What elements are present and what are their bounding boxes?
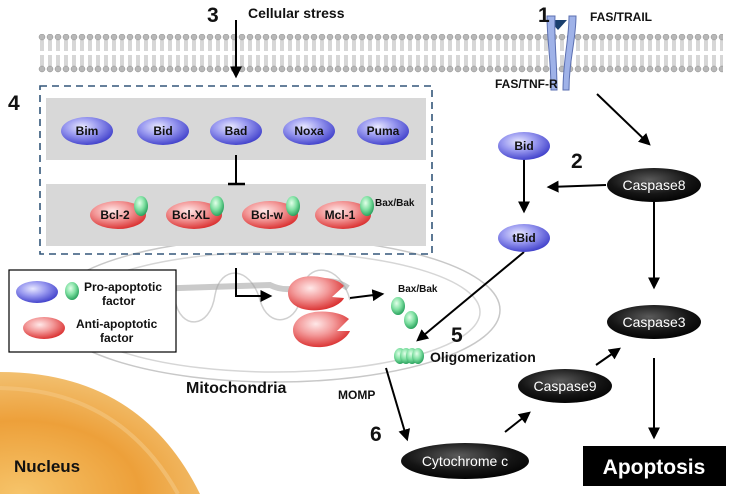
bax-bak-label-top: Bax/Bak xyxy=(375,198,415,209)
svg-text:tBid: tBid xyxy=(512,231,535,245)
oligomerization-label: Oligomerization xyxy=(430,349,536,365)
step-1-number: 1 xyxy=(538,4,550,27)
svg-text:Puma: Puma xyxy=(367,124,400,138)
anti-mcl1: Mcl-1 xyxy=(315,196,374,229)
pro-noxa: Noxa xyxy=(283,117,335,145)
pro-bid: Bid xyxy=(137,117,189,145)
mito-bax-2 xyxy=(404,311,418,329)
fas-receptor xyxy=(546,15,577,91)
mito-anti-apoptotic-1 xyxy=(288,276,344,311)
arrow-cytc-to-caspase9 xyxy=(504,411,531,433)
step-4-number: 4 xyxy=(8,92,20,115)
pro-bim: Bim xyxy=(61,117,113,145)
step-5-number: 5 xyxy=(451,324,463,347)
caspase8-node: Caspase8 xyxy=(607,168,701,202)
caspase3-node: Caspase3 xyxy=(607,305,701,339)
nucleus: Nucleus xyxy=(0,372,200,494)
svg-text:Bcl-w: Bcl-w xyxy=(251,208,284,222)
legend-pro-line1: Pro-apoptotic xyxy=(84,280,162,294)
legend-pro-swatch xyxy=(16,281,58,303)
svg-text:Bcl-2: Bcl-2 xyxy=(100,208,130,222)
nucleus-label: Nucleus xyxy=(14,457,80,476)
cell-membrane xyxy=(38,34,723,74)
anti-bclxl: Bcl-XL xyxy=(166,196,224,229)
svg-text:Apoptosis: Apoptosis xyxy=(603,456,706,479)
inhibition-arrow xyxy=(228,155,245,186)
fas-tnfr-label: FAS/TNF-R xyxy=(495,77,558,91)
svg-text:Caspase9: Caspase9 xyxy=(533,378,596,394)
anti-bclw: Bcl-w xyxy=(242,196,300,229)
legend-pro-line2: factor xyxy=(102,294,136,308)
svg-text:Bid: Bid xyxy=(153,124,172,138)
mito-anti-apoptotic-2 xyxy=(293,311,350,348)
arrow-oligomer-to-cytc xyxy=(385,367,411,442)
arrows xyxy=(230,20,660,442)
arrow-caspase8-to-bid xyxy=(546,180,607,193)
svg-text:Caspase3: Caspase3 xyxy=(622,314,685,330)
anti-bcl2: Bcl-2 xyxy=(90,196,148,229)
mitochondria-label: Mitochondria xyxy=(186,380,287,397)
legend: Pro-apoptotic factor Anti-apoptotic fact… xyxy=(8,269,177,353)
svg-text:Cytochrome c: Cytochrome c xyxy=(422,453,508,469)
bax-bak-label-mito: Bax/Bak xyxy=(398,284,438,295)
mito-bax-1 xyxy=(391,297,405,315)
svg-text:Bid: Bid xyxy=(514,139,533,153)
svg-text:Mcl-1: Mcl-1 xyxy=(325,208,356,222)
legend-anti-line1: Anti-apoptotic xyxy=(76,317,158,331)
step-2-number: 2 xyxy=(571,150,583,173)
svg-text:Noxa: Noxa xyxy=(294,124,324,138)
cytochrome-c-node: Cytochrome c xyxy=(401,443,529,479)
fas-trail-label: FAS/TRAIL xyxy=(590,10,652,24)
apoptosis-box: Apoptosis xyxy=(583,446,726,486)
legend-anti-swatch xyxy=(23,317,65,339)
svg-text:Bcl-XL: Bcl-XL xyxy=(172,208,210,222)
cellular-stress-label: Cellular stress xyxy=(248,5,345,21)
arrow-caspase9-to-caspase3 xyxy=(595,347,621,366)
step-3-number: 3 xyxy=(207,4,219,27)
pro-bad: Bad xyxy=(210,117,262,145)
bax-bak-oligomer xyxy=(394,348,424,364)
step-6-number: 6 xyxy=(370,423,382,446)
svg-text:Bim: Bim xyxy=(76,124,99,138)
legend-bax-swatch xyxy=(65,282,79,300)
arrow-receptor-to-caspase8 xyxy=(596,93,651,146)
svg-text:Caspase8: Caspase8 xyxy=(622,177,685,193)
bid-node: Bid xyxy=(498,132,550,160)
arrow-box-to-mito xyxy=(235,268,273,302)
svg-text:Bad: Bad xyxy=(225,124,248,138)
momp-label: MOMP xyxy=(338,388,375,402)
legend-anti-line2: factor xyxy=(100,331,134,345)
caspase9-node: Caspase9 xyxy=(518,369,612,403)
arrow-tbid-to-oligomer xyxy=(416,251,525,342)
pro-puma: Puma xyxy=(357,117,409,145)
arrow-to-bax-bak xyxy=(349,289,385,302)
bcl2-family-box xyxy=(39,85,433,255)
tbid-node: tBid xyxy=(498,224,550,252)
